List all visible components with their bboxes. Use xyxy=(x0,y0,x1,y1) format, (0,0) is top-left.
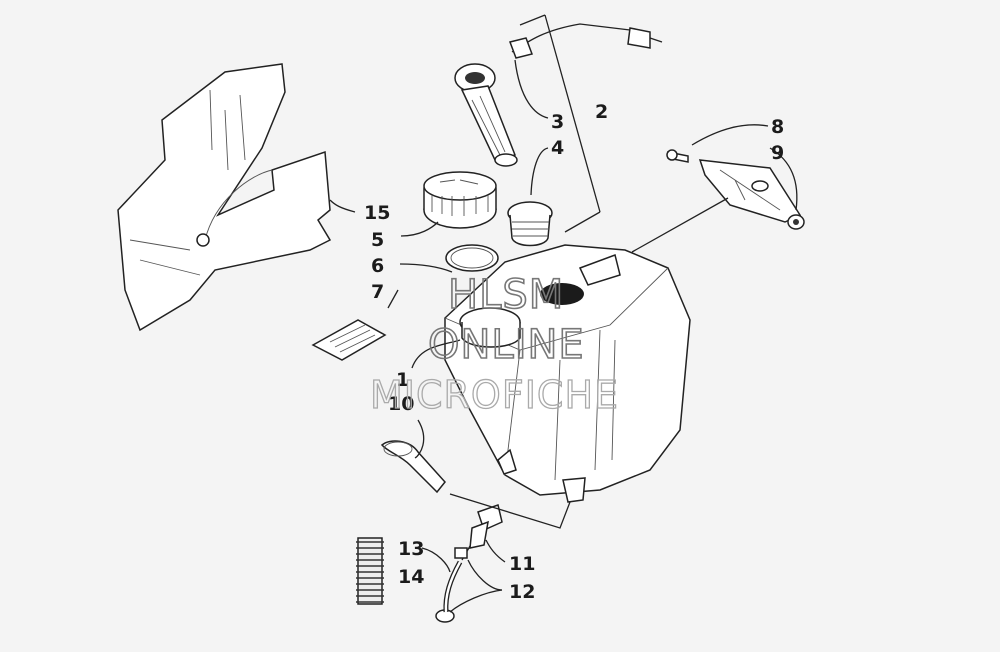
wire-harness-part xyxy=(509,23,663,59)
callout-2: 2 xyxy=(595,101,608,123)
fuel-cap-part xyxy=(423,171,497,229)
fuel-tank-part xyxy=(444,244,691,503)
callout-4: 4 xyxy=(551,137,564,159)
callout-15: 15 xyxy=(364,202,390,224)
callout-5: 5 xyxy=(371,229,384,251)
callout-13: 13 xyxy=(398,538,424,560)
tank-strap-part xyxy=(380,440,446,494)
filler-neck-part xyxy=(507,201,553,247)
watermark: HLSM ONLINE MICROFICHE xyxy=(369,271,619,417)
callout-7: 7 xyxy=(371,281,384,303)
callout-9: 9 xyxy=(771,142,784,164)
leader-lines xyxy=(329,14,798,613)
decal-part xyxy=(311,319,387,361)
callout-14: 14 xyxy=(398,566,424,588)
coil-spring-part xyxy=(356,537,384,605)
callout-numbers: 2 3 4 15 5 6 7 8 9 1 10 11 12 13 14 xyxy=(364,101,784,603)
callout-8: 8 xyxy=(771,116,784,138)
fuel-fitting-part xyxy=(461,504,503,561)
callout-11: 11 xyxy=(509,553,535,575)
mounting-bracket-part xyxy=(666,149,805,230)
gasket-part xyxy=(445,244,499,272)
callout-1: 1 xyxy=(396,369,409,391)
callout-3: 3 xyxy=(551,111,564,133)
heat-shield-part xyxy=(117,63,332,332)
callout-10: 10 xyxy=(388,393,414,415)
callout-6: 6 xyxy=(371,255,384,277)
fuel-sender-part xyxy=(454,63,518,167)
gasket-inner xyxy=(450,247,494,269)
callout-12: 12 xyxy=(509,581,535,603)
watermark-line-3: MICROFICHE xyxy=(370,373,619,417)
watermark-line-2: ONLINE xyxy=(428,322,585,368)
hose-clamp-top xyxy=(454,547,468,559)
watermark-line-1: HLSM xyxy=(448,272,564,318)
